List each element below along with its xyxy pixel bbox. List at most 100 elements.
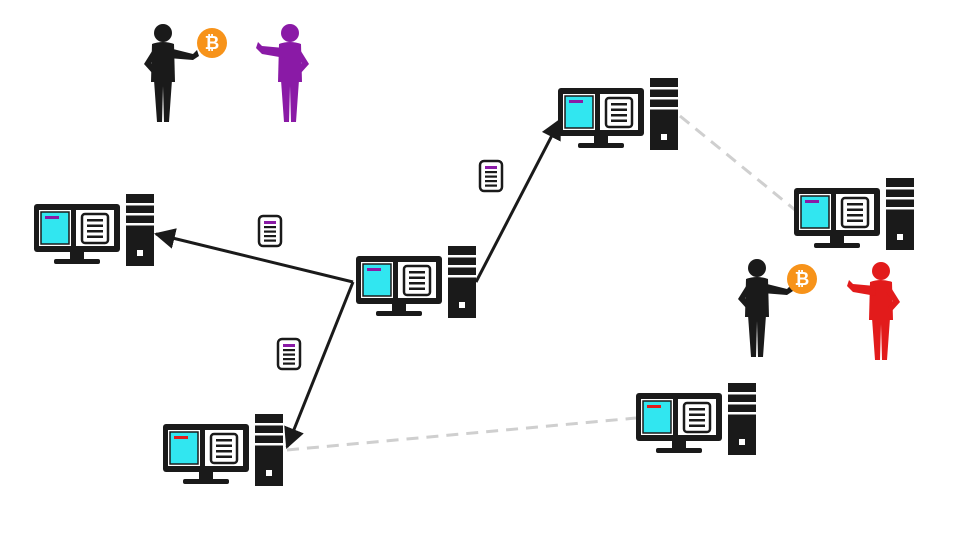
screen-document xyxy=(840,196,870,229)
document-line xyxy=(611,119,627,122)
document-line xyxy=(847,219,863,222)
tx-line xyxy=(283,362,295,365)
monitor-neck xyxy=(70,252,84,259)
screen-accent-bar xyxy=(569,100,583,103)
document-line xyxy=(689,408,705,411)
person-icon xyxy=(144,24,199,122)
person-icon xyxy=(738,259,793,357)
screen-accent-bar xyxy=(647,405,661,408)
coin-symbol: ₿ xyxy=(795,269,810,290)
person-arm-extended xyxy=(256,42,285,58)
computer-icon xyxy=(34,194,154,266)
person-arm-extended xyxy=(762,283,793,295)
tx-line xyxy=(485,184,497,187)
monitor-base xyxy=(814,243,860,248)
monitor-base xyxy=(376,311,422,316)
tx-line xyxy=(485,175,497,178)
transaction-document-icon xyxy=(478,159,504,193)
document-line xyxy=(87,235,103,238)
screen-document xyxy=(80,212,110,245)
tower-slot xyxy=(728,402,756,405)
screen-accent-bar xyxy=(45,216,59,219)
tower-slot xyxy=(255,433,283,436)
tower-slot xyxy=(728,392,756,395)
monitor-neck xyxy=(392,304,406,311)
person-legs xyxy=(872,318,890,360)
tx-line xyxy=(264,235,276,238)
dashed-link xyxy=(286,416,637,452)
broadcast-arrow xyxy=(284,281,355,449)
monitor-neck xyxy=(594,136,608,143)
coin-disc xyxy=(197,28,227,58)
tower-button xyxy=(897,234,903,240)
screen-document xyxy=(682,401,712,434)
document-line xyxy=(689,424,705,427)
tower-button xyxy=(459,302,465,308)
broadcast-arrow xyxy=(153,228,354,284)
person-icon xyxy=(256,24,309,122)
screen-document xyxy=(604,96,634,129)
monitor-base xyxy=(183,479,229,484)
person-head xyxy=(748,259,766,277)
document-line xyxy=(216,455,232,458)
document-line xyxy=(87,230,103,233)
tower-button xyxy=(739,439,745,445)
document-line xyxy=(216,439,232,442)
monitor-base xyxy=(656,448,702,453)
tower-slot xyxy=(448,255,476,258)
screen-document xyxy=(402,264,432,297)
tower-slot xyxy=(886,207,914,210)
tower-slot xyxy=(886,197,914,200)
monitor-base xyxy=(578,143,624,148)
person-legs xyxy=(748,315,766,357)
screen-accent-bar xyxy=(805,200,819,203)
document-line xyxy=(847,214,863,217)
coin-symbol: ₿ xyxy=(205,33,220,54)
tower-slot xyxy=(650,97,678,100)
document-line xyxy=(611,114,627,117)
tower-slot xyxy=(126,213,154,216)
bitcoin-coin-icon: ₿ xyxy=(197,28,227,58)
monitor-neck xyxy=(830,236,844,243)
tower-slot xyxy=(728,412,756,415)
document-line xyxy=(689,413,705,416)
screen-accent-bar xyxy=(367,268,381,271)
person-head xyxy=(154,24,172,42)
transaction-document-icon xyxy=(257,214,283,248)
document-line xyxy=(409,271,425,274)
document-line xyxy=(689,419,705,422)
tower-button xyxy=(137,250,143,256)
person-head xyxy=(872,262,890,280)
document-line xyxy=(611,103,627,106)
tower-slot xyxy=(886,187,914,190)
person-arm-extended xyxy=(168,48,199,60)
tower-button xyxy=(661,134,667,140)
person-arm-hip xyxy=(144,48,158,74)
person-legs xyxy=(154,80,172,122)
computer-icon xyxy=(356,246,476,318)
transaction-document-icon xyxy=(276,337,302,371)
monitor-base xyxy=(54,259,100,264)
person-icon xyxy=(847,262,900,360)
broadcast-arrow xyxy=(474,118,562,283)
document-line xyxy=(216,444,232,447)
person-legs xyxy=(281,80,299,122)
tower-slot xyxy=(126,203,154,206)
tx-line xyxy=(485,171,497,174)
tower-slot xyxy=(650,107,678,110)
monitor-neck xyxy=(672,441,686,448)
person-arm-hip xyxy=(738,283,752,309)
tx-line xyxy=(485,180,497,183)
document-line xyxy=(216,450,232,453)
tx-stripe xyxy=(264,221,276,224)
tx-line xyxy=(264,226,276,229)
computer-icon xyxy=(794,178,914,250)
tx-line xyxy=(283,349,295,352)
document-line xyxy=(847,203,863,206)
dashed-link xyxy=(679,114,801,216)
document-line xyxy=(409,282,425,285)
person-head xyxy=(281,24,299,42)
tower-slot xyxy=(255,443,283,446)
tx-line xyxy=(264,239,276,242)
